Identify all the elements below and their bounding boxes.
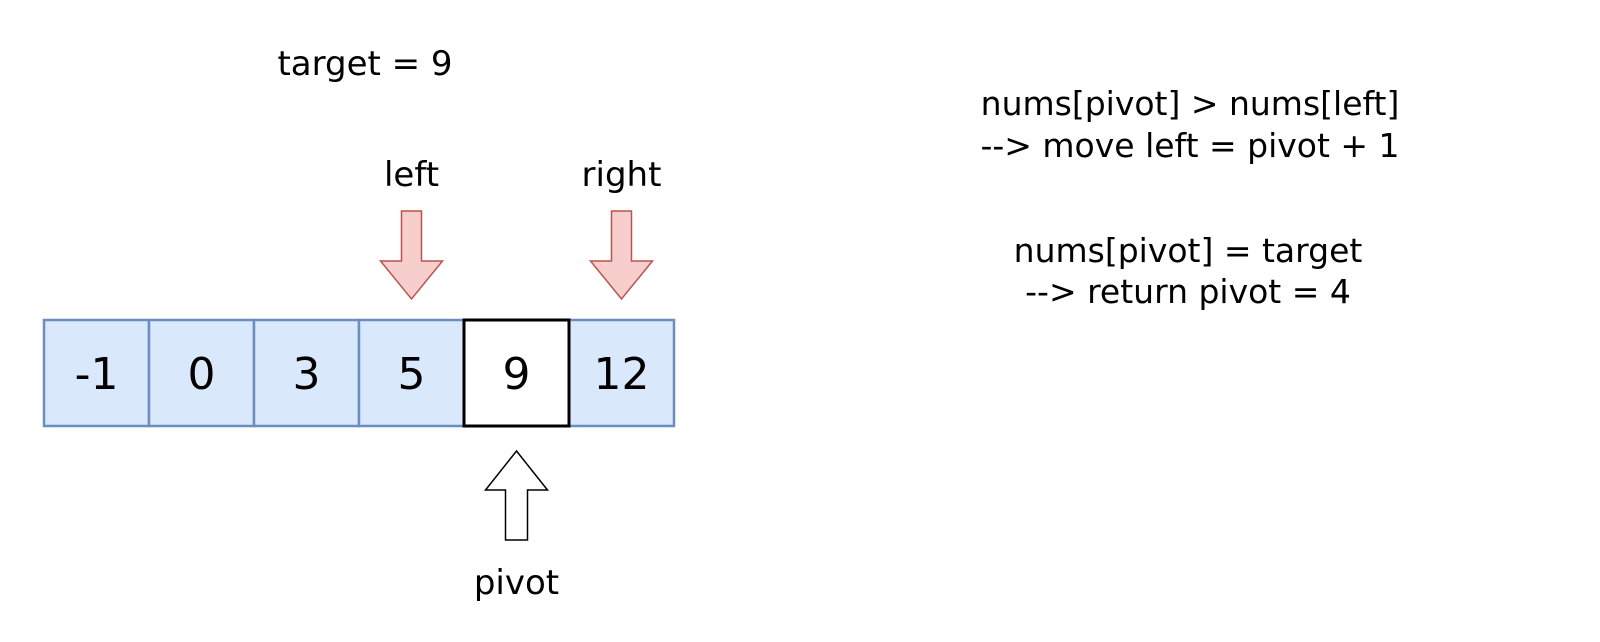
note-1: nums[pivot] > nums[left] --> move left =…: [980, 84, 1399, 165]
array-cell-value: -1: [75, 349, 119, 400]
note-2-line-1: nums[pivot] = target: [1014, 231, 1363, 270]
array-cell-value: 9: [503, 349, 531, 400]
array-cell-box: [462, 318, 571, 428]
right-pointer: right: [582, 155, 662, 301]
array-cell-5: 12: [567, 318, 676, 428]
array-cell-1: 0: [147, 318, 256, 428]
pivot-pointer: pivot: [474, 449, 559, 603]
array-cell-box: [252, 318, 361, 428]
left-label: left: [384, 155, 439, 195]
array-cell-2: 3: [252, 318, 361, 428]
pivot-label: pivot: [474, 563, 559, 603]
array-cell-box: [567, 318, 676, 428]
note-1-line-1: nums[pivot] > nums[left]: [981, 84, 1400, 123]
right-label: right: [582, 155, 662, 195]
note-1-line-2: --> move left = pivot + 1: [980, 126, 1399, 165]
array-cell-box: [147, 318, 256, 428]
down-arrow-icon: [378, 210, 445, 301]
note-2-line-2: --> return pivot = 4: [1025, 272, 1351, 311]
array-cell-value: 5: [398, 349, 426, 400]
target-label: target = 9: [277, 44, 452, 84]
array-cell-value: 12: [594, 349, 650, 400]
array-cell-value: 0: [188, 349, 216, 400]
array-cell-0: -1: [42, 318, 151, 428]
array-cell-4: 9: [462, 318, 571, 428]
array-cell-box: [42, 318, 151, 428]
array: -1 0 3 5 12 9: [42, 318, 676, 428]
note-2: nums[pivot] = target --> return pivot = …: [1014, 231, 1363, 311]
array-cell-3: 5: [357, 318, 466, 428]
up-arrow-icon: [483, 449, 550, 541]
down-arrow-icon: [588, 210, 655, 301]
array-cell-value: 3: [293, 349, 321, 400]
left-pointer: left: [378, 155, 445, 301]
